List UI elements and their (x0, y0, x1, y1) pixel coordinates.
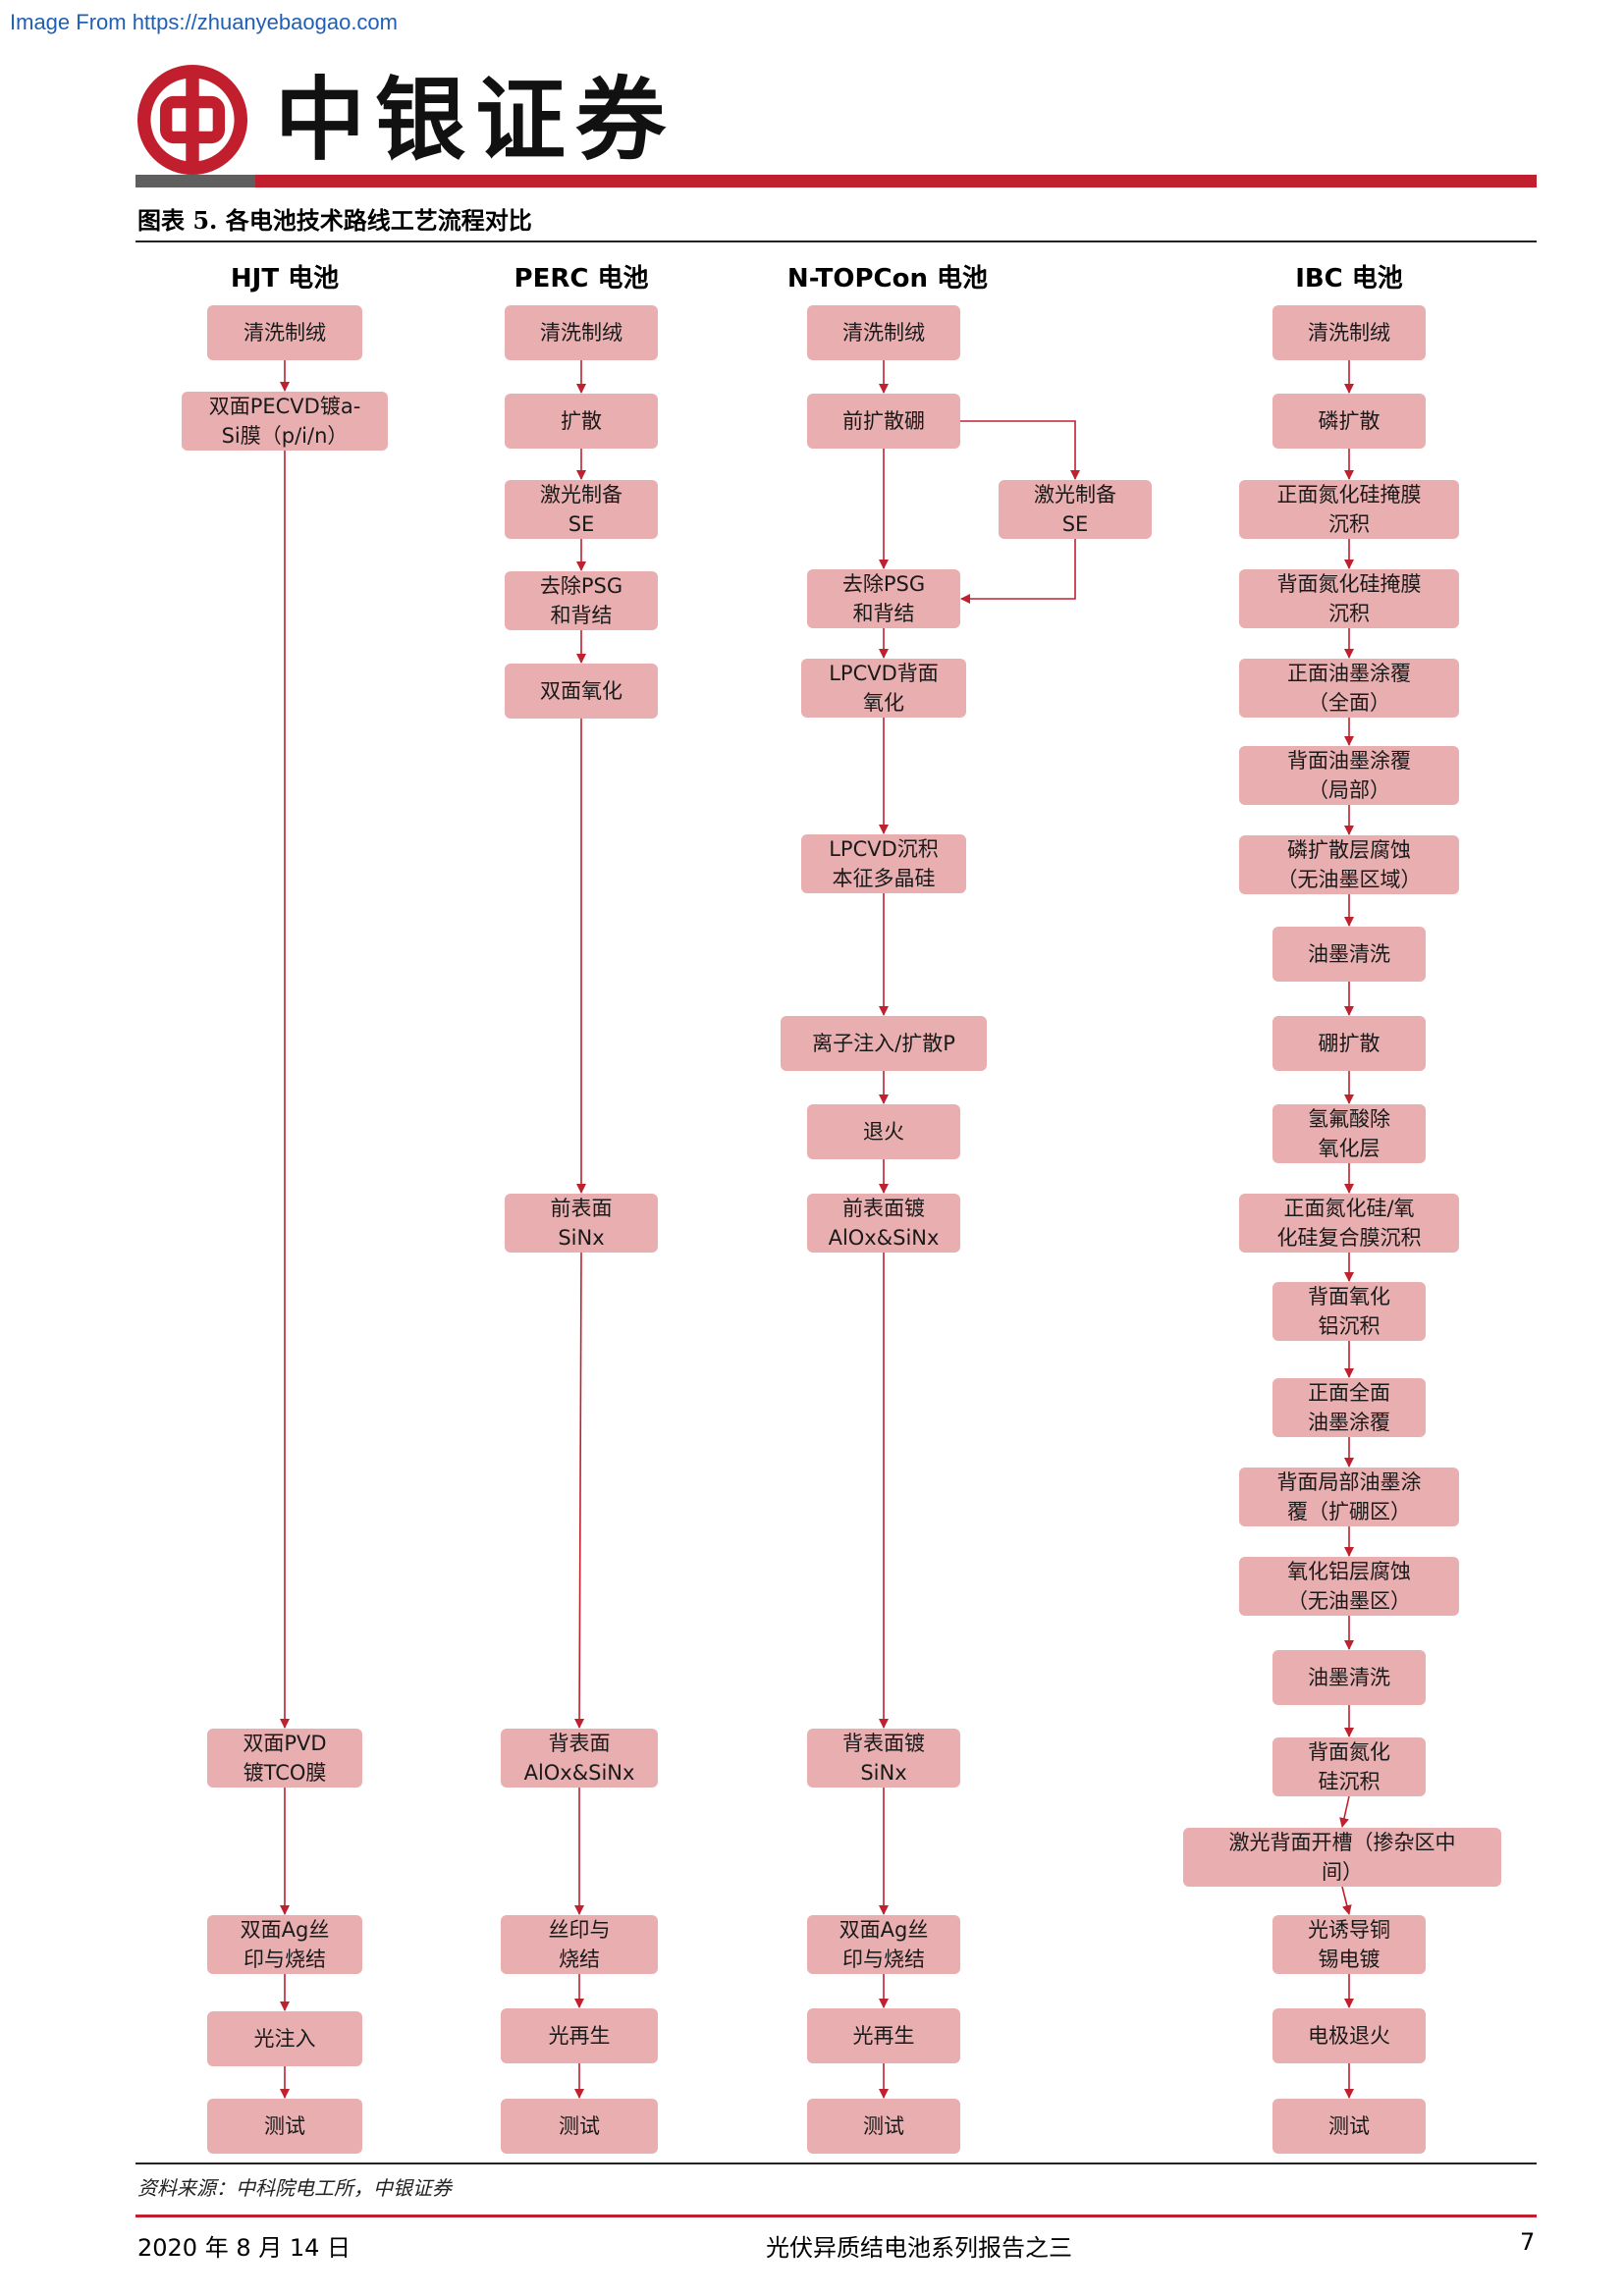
ibc-step-ink-cleaning-2: 油墨清洗 (1272, 1650, 1426, 1705)
topcon-branch-arrow-to-se (960, 420, 1080, 480)
ibc-step-alox-etch: 氧化铝层腐蚀 （无油墨区） (1239, 1557, 1459, 1616)
hjt-step-pvd-tco: 双面PVD 镀TCO膜 (207, 1729, 362, 1788)
topcon-step-cleaning-texturing: 清洗制绒 (807, 305, 960, 360)
column-heading-topcon: N-TOPCon 电池 (786, 264, 989, 294)
ibc-step-front-ink-full: 正面油墨涂覆 （全面） (1239, 659, 1459, 718)
brand-name: 中银证券 (275, 67, 677, 173)
ibc-step-back-local-ink: 背面局部油墨涂 覆（扩硼区） (1239, 1468, 1459, 1526)
ibc-step-back-sin: 背面氮化 硅沉积 (1272, 1737, 1426, 1796)
ibc-step-back-ink-local: 背面油墨涂覆 （局部） (1239, 746, 1459, 805)
ibc-step-p-layer-etch: 磷扩散层腐蚀 （无油墨区域） (1239, 835, 1459, 894)
hjt-step-pecvd-a-si: 双面PECVD镀a- Si膜（p/i/n） (182, 392, 388, 451)
topcon-step-ag-print-firing: 双面Ag丝 印与烧结 (807, 1915, 960, 1974)
ibc-step-back-sin-mask: 背面氮化硅掩膜 沉积 (1239, 569, 1459, 628)
perc-step-double-oxidation: 双面氧化 (505, 664, 658, 719)
ibc-arrow-17 (1339, 1795, 1350, 1828)
header-bar-red (255, 175, 1537, 187)
ibc-step-laser-grooving: 激光背面开槽（掺杂区中 间） (1183, 1828, 1501, 1887)
column-heading-ibc: IBC 电池 (1295, 264, 1403, 294)
topcon-step-lpcvd-back-oxidation: LPCVD背面 氧化 (801, 659, 966, 718)
ibc-step-test: 测试 (1272, 2099, 1426, 2154)
footer-bar (135, 2215, 1537, 2217)
topcon-step-lpcvd-polysilicon: LPCVD沉积 本征多晶硅 (801, 834, 966, 893)
column-heading-hjt: HJT 电池 (230, 264, 340, 294)
ibc-step-front-sin-mask: 正面氮化硅掩膜 沉积 (1239, 480, 1459, 539)
ibc-step-front-ink-coat: 正面全面 油墨涂覆 (1272, 1378, 1426, 1437)
topcon-step-boron-diffusion: 前扩散硼 (807, 394, 960, 449)
hjt-step-ag-print-firing: 双面Ag丝 印与烧结 (207, 1915, 362, 1974)
ibc-step-electrode-anneal: 电极退火 (1272, 2008, 1426, 2063)
hjt-step-light-injection: 光注入 (207, 2011, 362, 2066)
perc-step-back-alox-sinx: 背表面 AlOx&SiNx (501, 1729, 658, 1788)
topcon-step-remove-psg: 去除PSG 和背结 (807, 569, 960, 628)
perc-step-test: 测试 (501, 2099, 658, 2154)
topcon-step-laser-se: 激光制备 SE (999, 480, 1152, 539)
footer-date: 2020 年 8 月 14 日 (137, 2234, 352, 2262)
figure-bottom-rule (135, 2163, 1537, 2164)
topcon-branch-arrow-to-psg (960, 539, 1076, 604)
hjt-step-cleaning-texturing: 清洗制绒 (207, 305, 362, 360)
footer-title: 光伏异质结电池系列报告之三 (766, 2234, 1072, 2262)
ibc-step-cleaning-texturing: 清洗制绒 (1272, 305, 1426, 360)
topcon-step-light-regeneration: 光再生 (807, 2008, 960, 2063)
hjt-step-test: 测试 (207, 2099, 362, 2154)
ibc-step-cu-sn-plating: 光诱导铜 锡电镀 (1272, 1915, 1426, 1974)
figure-title: 图表 5. 各电池技术路线工艺流程对比 (137, 206, 532, 235)
topcon-step-back-sinx: 背表面镀 SiNx (807, 1729, 960, 1788)
perc-step-laser-se: 激光制备 SE (505, 480, 658, 539)
perc-step-light-regeneration: 光再生 (501, 2008, 658, 2063)
perc-step-remove-psg: 去除PSG 和背结 (505, 571, 658, 630)
ibc-step-phosphorus-diffusion: 磷扩散 (1272, 394, 1426, 449)
perc-step-diffusion: 扩散 (505, 394, 658, 449)
perc-step-cleaning-texturing: 清洗制绒 (505, 305, 658, 360)
header-bar-grey (135, 175, 255, 187)
perc-arrow-6 (574, 1252, 585, 1729)
perc-step-front-sinx: 前表面 SiNx (505, 1194, 658, 1253)
figure-top-rule (135, 240, 1537, 242)
ibc-step-boron-diffusion: 硼扩散 (1272, 1016, 1426, 1071)
topcon-step-test: 测试 (807, 2099, 960, 2154)
column-heading-perc: PERC 电池 (514, 264, 649, 294)
brand-logo: 中银证券 (137, 61, 676, 179)
source-url[interactable]: Image From https://zhuanyebaogao.com (10, 10, 398, 34)
topcon-step-ion-implant: 离子注入/扩散P (781, 1016, 987, 1071)
source-note: 资料来源：中科院电工所，中银证券 (137, 2176, 452, 2200)
ibc-step-back-alox: 背面氧化 铝沉积 (1272, 1282, 1426, 1341)
topcon-step-front-alox-sinx: 前表面镀 AlOx&SiNx (807, 1194, 960, 1253)
bank-logo-icon (137, 65, 247, 175)
page-number: 7 (1520, 2228, 1536, 2256)
ibc-step-front-composite-film: 正面氮化硅/氧 化硅复合膜沉积 (1239, 1194, 1459, 1253)
topcon-step-anneal: 退火 (807, 1104, 960, 1159)
ibc-step-ink-cleaning-1: 油墨清洗 (1272, 927, 1426, 982)
perc-step-print-firing: 丝印与 烧结 (501, 1915, 658, 1974)
ibc-step-hf-oxide-removal: 氢氟酸除 氧化层 (1272, 1104, 1426, 1163)
ibc-arrow-18 (1341, 1886, 1352, 1915)
